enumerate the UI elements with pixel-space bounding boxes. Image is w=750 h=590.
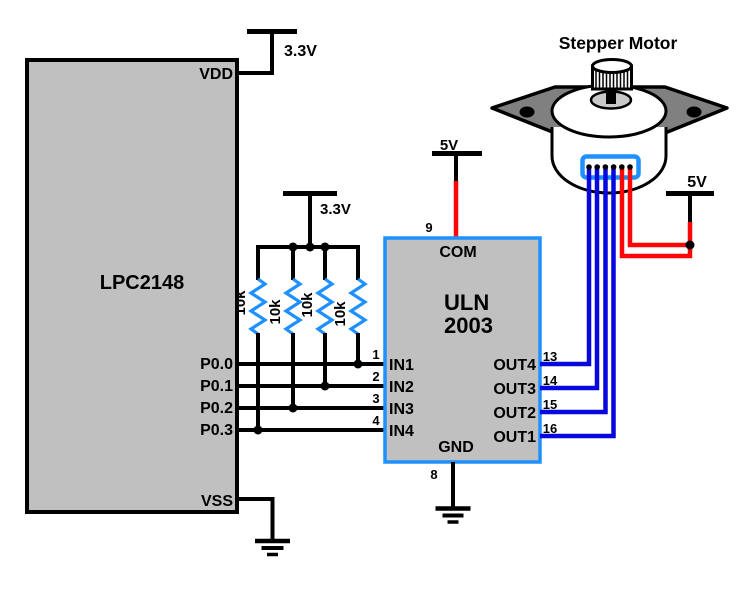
pin-number-out4: 13	[543, 349, 557, 364]
wire-out4-coil	[540, 168, 592, 367]
pin-number-gnd: 8	[430, 467, 437, 482]
power-3v3-pullup-symbol: 3.3V	[283, 191, 351, 249]
ground-symbol-uln	[435, 462, 471, 524]
motor-shaft	[606, 84, 616, 104]
pin-number-out1: 16	[543, 421, 557, 436]
pin-number-in3: 3	[372, 391, 379, 406]
pin-number-in4: 4	[372, 413, 380, 428]
resistor-r2	[283, 277, 303, 336]
resistor-r1	[248, 277, 268, 336]
pin-label-out4: OUT4	[493, 357, 536, 374]
lpc2148-chip: LPC2148 VDD P0.0 P0.1 P0.2 P0.3 VSS	[25, 58, 239, 514]
resistor-r3-value: 10k	[299, 292, 316, 318]
pin-number-out2: 15	[543, 397, 557, 412]
com-supply-label: 5V	[440, 137, 458, 154]
wire-out2-coil	[540, 168, 608, 415]
mount-hole-left-icon	[519, 106, 535, 118]
pin-label-p0-0: P0.0	[200, 356, 233, 373]
wire-out1-coil	[540, 168, 616, 439]
pin-number-com: 9	[425, 220, 432, 235]
pin-label-out3: OUT3	[493, 381, 536, 398]
mount-hole-right-icon	[686, 106, 702, 118]
power-5v-com-symbol: 5V 9	[425, 137, 482, 240]
pin-label-p0-1: P0.1	[200, 378, 233, 395]
pin-label-vdd: VDD	[199, 66, 233, 83]
pullup-resistors: 10k 10k 10k 10k	[232, 242, 368, 430]
pin-label-in3: IN3	[389, 401, 414, 418]
wire-out3-coil	[540, 168, 600, 391]
pin-label-gnd: GND	[438, 439, 474, 456]
pin-number-in1: 1	[372, 347, 379, 362]
motor-connector-pins	[586, 164, 633, 170]
wire-common-inner	[627, 168, 688, 248]
ground-symbol-vss	[237, 497, 290, 557]
resistor-r2-value: 10k	[267, 299, 284, 325]
uln2003-chip: ULN 2003 COM GND IN1 IN2 IN3 IN4 OUT4 OU…	[372, 236, 558, 482]
power-5v-motor-symbol: 5V	[666, 174, 714, 224]
lpc2148-label: LPC2148	[100, 272, 185, 294]
pin-label-in4: IN4	[389, 423, 414, 440]
pullup-supply-label: 3.3V	[320, 201, 351, 218]
resistor-r3	[315, 277, 335, 336]
motor-supply-label: 5V	[687, 174, 707, 191]
pin-number-out3: 14	[543, 373, 558, 388]
uln2003-label-line1: ULN	[444, 290, 489, 315]
signal-wires	[237, 359, 385, 435]
pin-label-out2: OUT2	[493, 405, 536, 422]
power-3v3-vdd-symbol: 3.3V	[237, 29, 317, 75]
pin-label-p0-2: P0.2	[200, 400, 233, 417]
motor-knob	[591, 58, 633, 91]
pin-label-out1: OUT1	[493, 429, 536, 446]
pin-label-com: COM	[439, 244, 476, 261]
pin-label-in2: IN2	[389, 379, 414, 396]
pin-label-p0-3: P0.3	[200, 422, 233, 439]
pin-number-in2: 2	[372, 369, 379, 384]
uln2003-label-line2: 2003	[444, 313, 493, 338]
vdd-supply-label: 3.3V	[284, 43, 317, 60]
output-wires	[540, 168, 616, 439]
stepper-motor-title: Stepper Motor	[559, 33, 678, 53]
resistor-r4-value: 10k	[332, 301, 349, 327]
pin-label-in1: IN1	[389, 357, 414, 374]
motor-power-wires	[619, 168, 695, 259]
pin-label-vss: VSS	[201, 493, 233, 510]
stepper-motor: Stepper Motor	[490, 33, 729, 195]
resistor-r4	[348, 277, 368, 336]
